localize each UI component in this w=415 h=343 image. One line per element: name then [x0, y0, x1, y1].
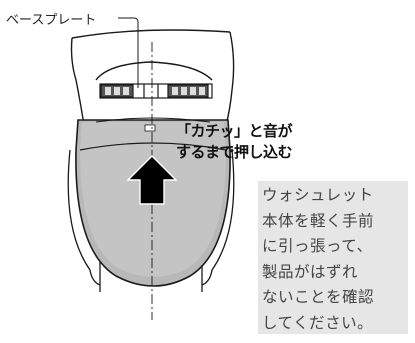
- check-note-line: 製品がはずれ: [262, 262, 359, 281]
- check-note: ウォシュレット 本体を軽く手前 に引っ張って、 製品がはずれ ないことを確認 し…: [258, 181, 408, 334]
- check-note-line: ウォシュレット: [262, 186, 374, 204]
- base-plate-label: ベースプレート: [6, 13, 97, 28]
- push-instruction-line-1: 「カチッ」と音が: [176, 122, 293, 140]
- check-note-line: してください。: [262, 313, 374, 332]
- check-note-line: 本体を軽く手前: [262, 211, 375, 230]
- push-instruction: 「カチッ」と音が するまで押し込む: [176, 121, 293, 163]
- push-instruction-line-2: するまで押し込む: [176, 143, 293, 161]
- check-note-line: に引っ張って、: [262, 237, 373, 255]
- base-plate-leader: [118, 17, 139, 88]
- base-plate: [99, 83, 213, 99]
- arrow-up-icon: [126, 155, 178, 205]
- check-note-line: ないことを確認: [262, 288, 375, 306]
